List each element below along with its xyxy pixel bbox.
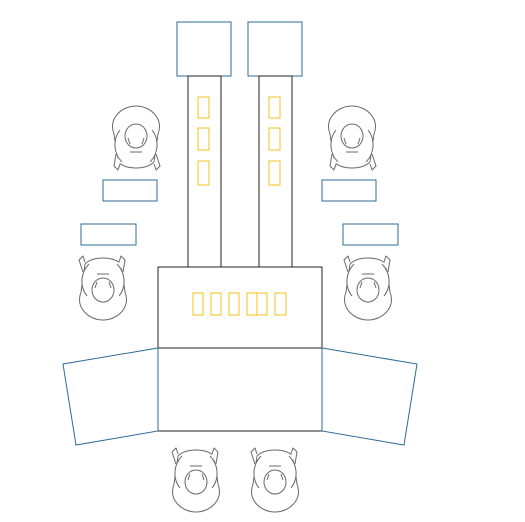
chair-marker-icon: [268, 127, 281, 151]
right-angled-table: [321, 347, 418, 446]
person-icon: [343, 255, 392, 321]
right-column: [258, 75, 293, 268]
left-lower-desk: [80, 223, 137, 246]
person-icon: [328, 105, 377, 171]
chair-marker-icon: [228, 292, 240, 316]
left-column-markers: [197, 96, 210, 186]
chair-marker-icon: [197, 127, 210, 151]
right-column-markers: [268, 96, 281, 186]
right-lower-desk: [342, 223, 399, 246]
right-upper-desk: [321, 179, 377, 202]
chair-marker-icon: [192, 292, 204, 316]
chair-marker-icon: [268, 96, 281, 119]
chair-marker-icon: [256, 292, 268, 316]
chair-marker-icon: [197, 160, 210, 186]
chair-marker-icon: [210, 292, 222, 316]
left-upper-desk: [102, 179, 158, 202]
central-table-markers: [192, 292, 287, 316]
person-icon: [250, 447, 299, 513]
chair-marker-icon: [197, 96, 210, 119]
chair-marker-icon: [274, 292, 287, 316]
central-table-top: [157, 266, 323, 349]
top-right-box: [247, 21, 303, 77]
person-icon: [112, 105, 161, 171]
person-icon: [78, 255, 127, 321]
chair-marker-icon: [246, 292, 258, 316]
left-column: [187, 75, 222, 268]
chair-marker-icon: [268, 160, 281, 186]
left-angled-table: [62, 347, 159, 446]
person-icon: [171, 447, 220, 513]
top-left-box: [176, 21, 232, 77]
central-table-bottom: [157, 347, 323, 432]
